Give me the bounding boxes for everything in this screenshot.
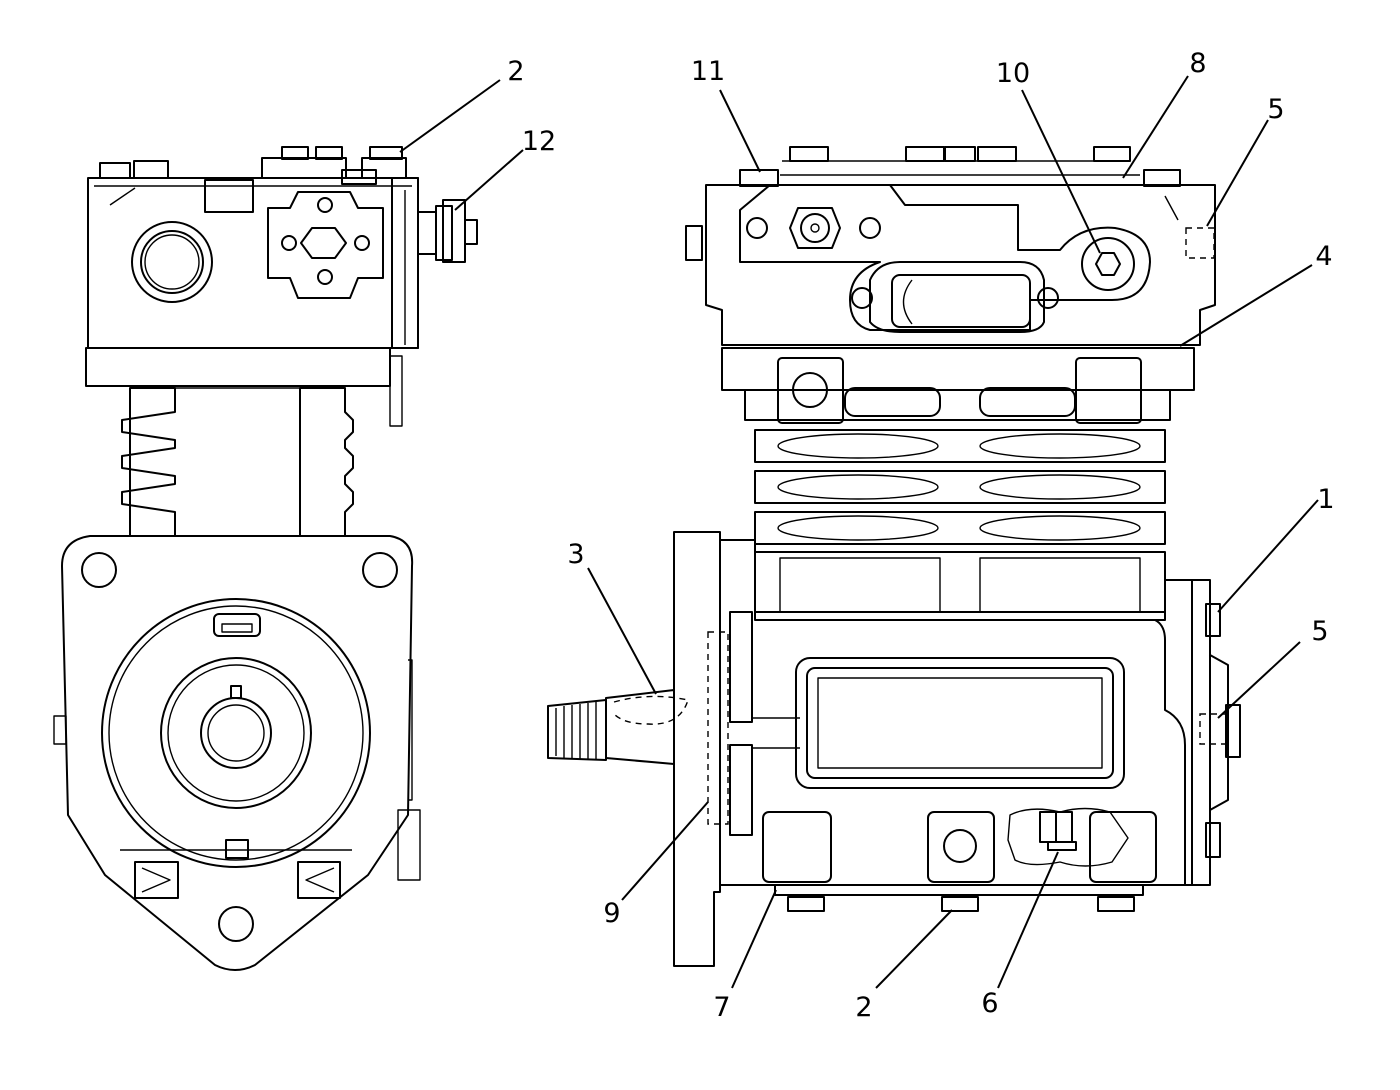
callout-6: 6 xyxy=(981,988,998,1019)
end-view-cylinder-head xyxy=(87,177,419,349)
callout-leaders xyxy=(399,75,1319,989)
compressor-end-view xyxy=(53,146,478,971)
callout-11: 11 xyxy=(691,56,725,87)
side-view-upper-block xyxy=(744,357,1171,424)
callout-9: 7 xyxy=(713,992,730,1023)
side-view-cylinder-fins xyxy=(754,429,1166,613)
end-view-head-bolts xyxy=(99,146,407,185)
side-view-head-bolts xyxy=(685,146,1181,261)
callout-7: 9 xyxy=(603,898,620,929)
side-view-mounting-flange xyxy=(673,531,800,967)
callout-1: 1 xyxy=(1317,484,1334,515)
side-view-drive-shaft xyxy=(547,689,689,765)
callout-8: 8 xyxy=(1189,48,1206,79)
callout-5-side: 5 xyxy=(1311,616,1328,647)
callout-5-top: 5 xyxy=(1267,94,1284,125)
side-view-cylinder-head xyxy=(705,174,1216,346)
end-view-head-flange xyxy=(85,347,391,387)
compressor-side-view xyxy=(547,146,1241,967)
side-view-crankcase xyxy=(719,539,1241,912)
end-view-cylinder-fins xyxy=(121,387,176,537)
callout-2-bottom: 2 xyxy=(855,992,872,1023)
callout-labels: 2 12 11 10 8 5 4 1 5 3 9 7 2 6 xyxy=(507,48,1334,1023)
callout-4: 4 xyxy=(1315,241,1332,272)
callout-10: 10 xyxy=(996,58,1030,89)
end-view-drive-housing xyxy=(101,598,371,899)
callout-2-top: 2 xyxy=(507,56,524,87)
end-view-fitting xyxy=(417,199,478,263)
callout-3: 3 xyxy=(567,539,584,570)
callout-12: 12 xyxy=(522,126,556,157)
end-view-mounting-flange xyxy=(61,535,414,971)
side-view-head-flange xyxy=(721,347,1195,391)
